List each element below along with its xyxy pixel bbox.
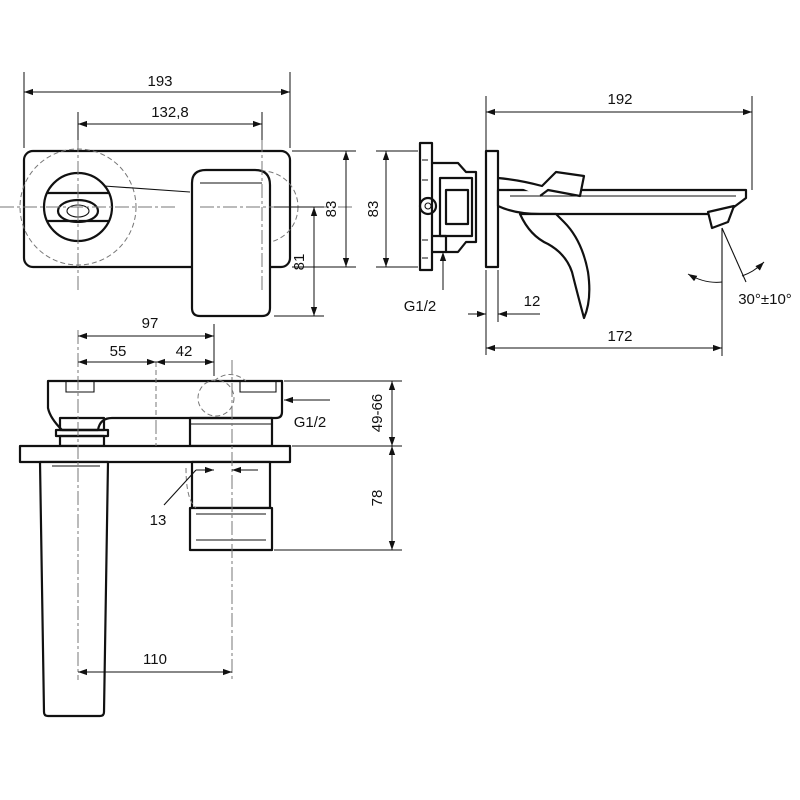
dim-top-inlet: G1/2 <box>294 414 327 431</box>
side-box-flange <box>418 141 434 272</box>
dim-side-plate-height: 83 <box>365 201 382 218</box>
dim-top-right: 42 <box>176 343 193 360</box>
dim-front-spacing: 132,8 <box>151 104 189 121</box>
top-spout <box>38 460 110 718</box>
dim-side-spray-angle: 30°±10° <box>738 291 792 308</box>
dim-top-total: 97 <box>142 315 159 332</box>
side-handle-lever <box>518 212 591 320</box>
dim-top-left: 55 <box>110 343 127 360</box>
side-box-screw <box>418 196 438 216</box>
side-handle-top <box>497 170 586 198</box>
top-view: 97 55 42 G1/2 49-66 78 13 110 <box>18 315 402 718</box>
front-view: 193 132,8 83 81 <box>0 72 356 318</box>
top-rear-housing <box>46 379 284 432</box>
dim-top-gap: 13 <box>150 512 167 529</box>
top-wall-plate <box>18 444 292 464</box>
side-wall-plate <box>484 149 500 269</box>
side-view: 192 83 G1/2 12 172 30°±10° <box>365 91 792 356</box>
dim-top-depth: 49-66 <box>369 394 386 432</box>
dim-top-spout-offset: 110 <box>143 651 167 668</box>
dim-front-height: 83 <box>323 201 340 218</box>
side-aerator <box>706 204 736 230</box>
top-handle-body <box>190 460 272 510</box>
dim-side-spout-reach: 172 <box>607 328 632 345</box>
front-wall-plate <box>22 149 292 269</box>
front-handle-lever <box>190 168 272 318</box>
dim-front-handle-height: 81 <box>291 254 308 271</box>
dim-side-projection: 192 <box>607 91 632 108</box>
side-box-body <box>430 161 478 254</box>
dim-front-width: 193 <box>147 73 172 90</box>
dim-top-handle-depth: 78 <box>369 490 386 507</box>
dim-side-plate-offset: 12 <box>524 293 541 310</box>
dim-side-inlet: G1/2 <box>404 298 437 315</box>
